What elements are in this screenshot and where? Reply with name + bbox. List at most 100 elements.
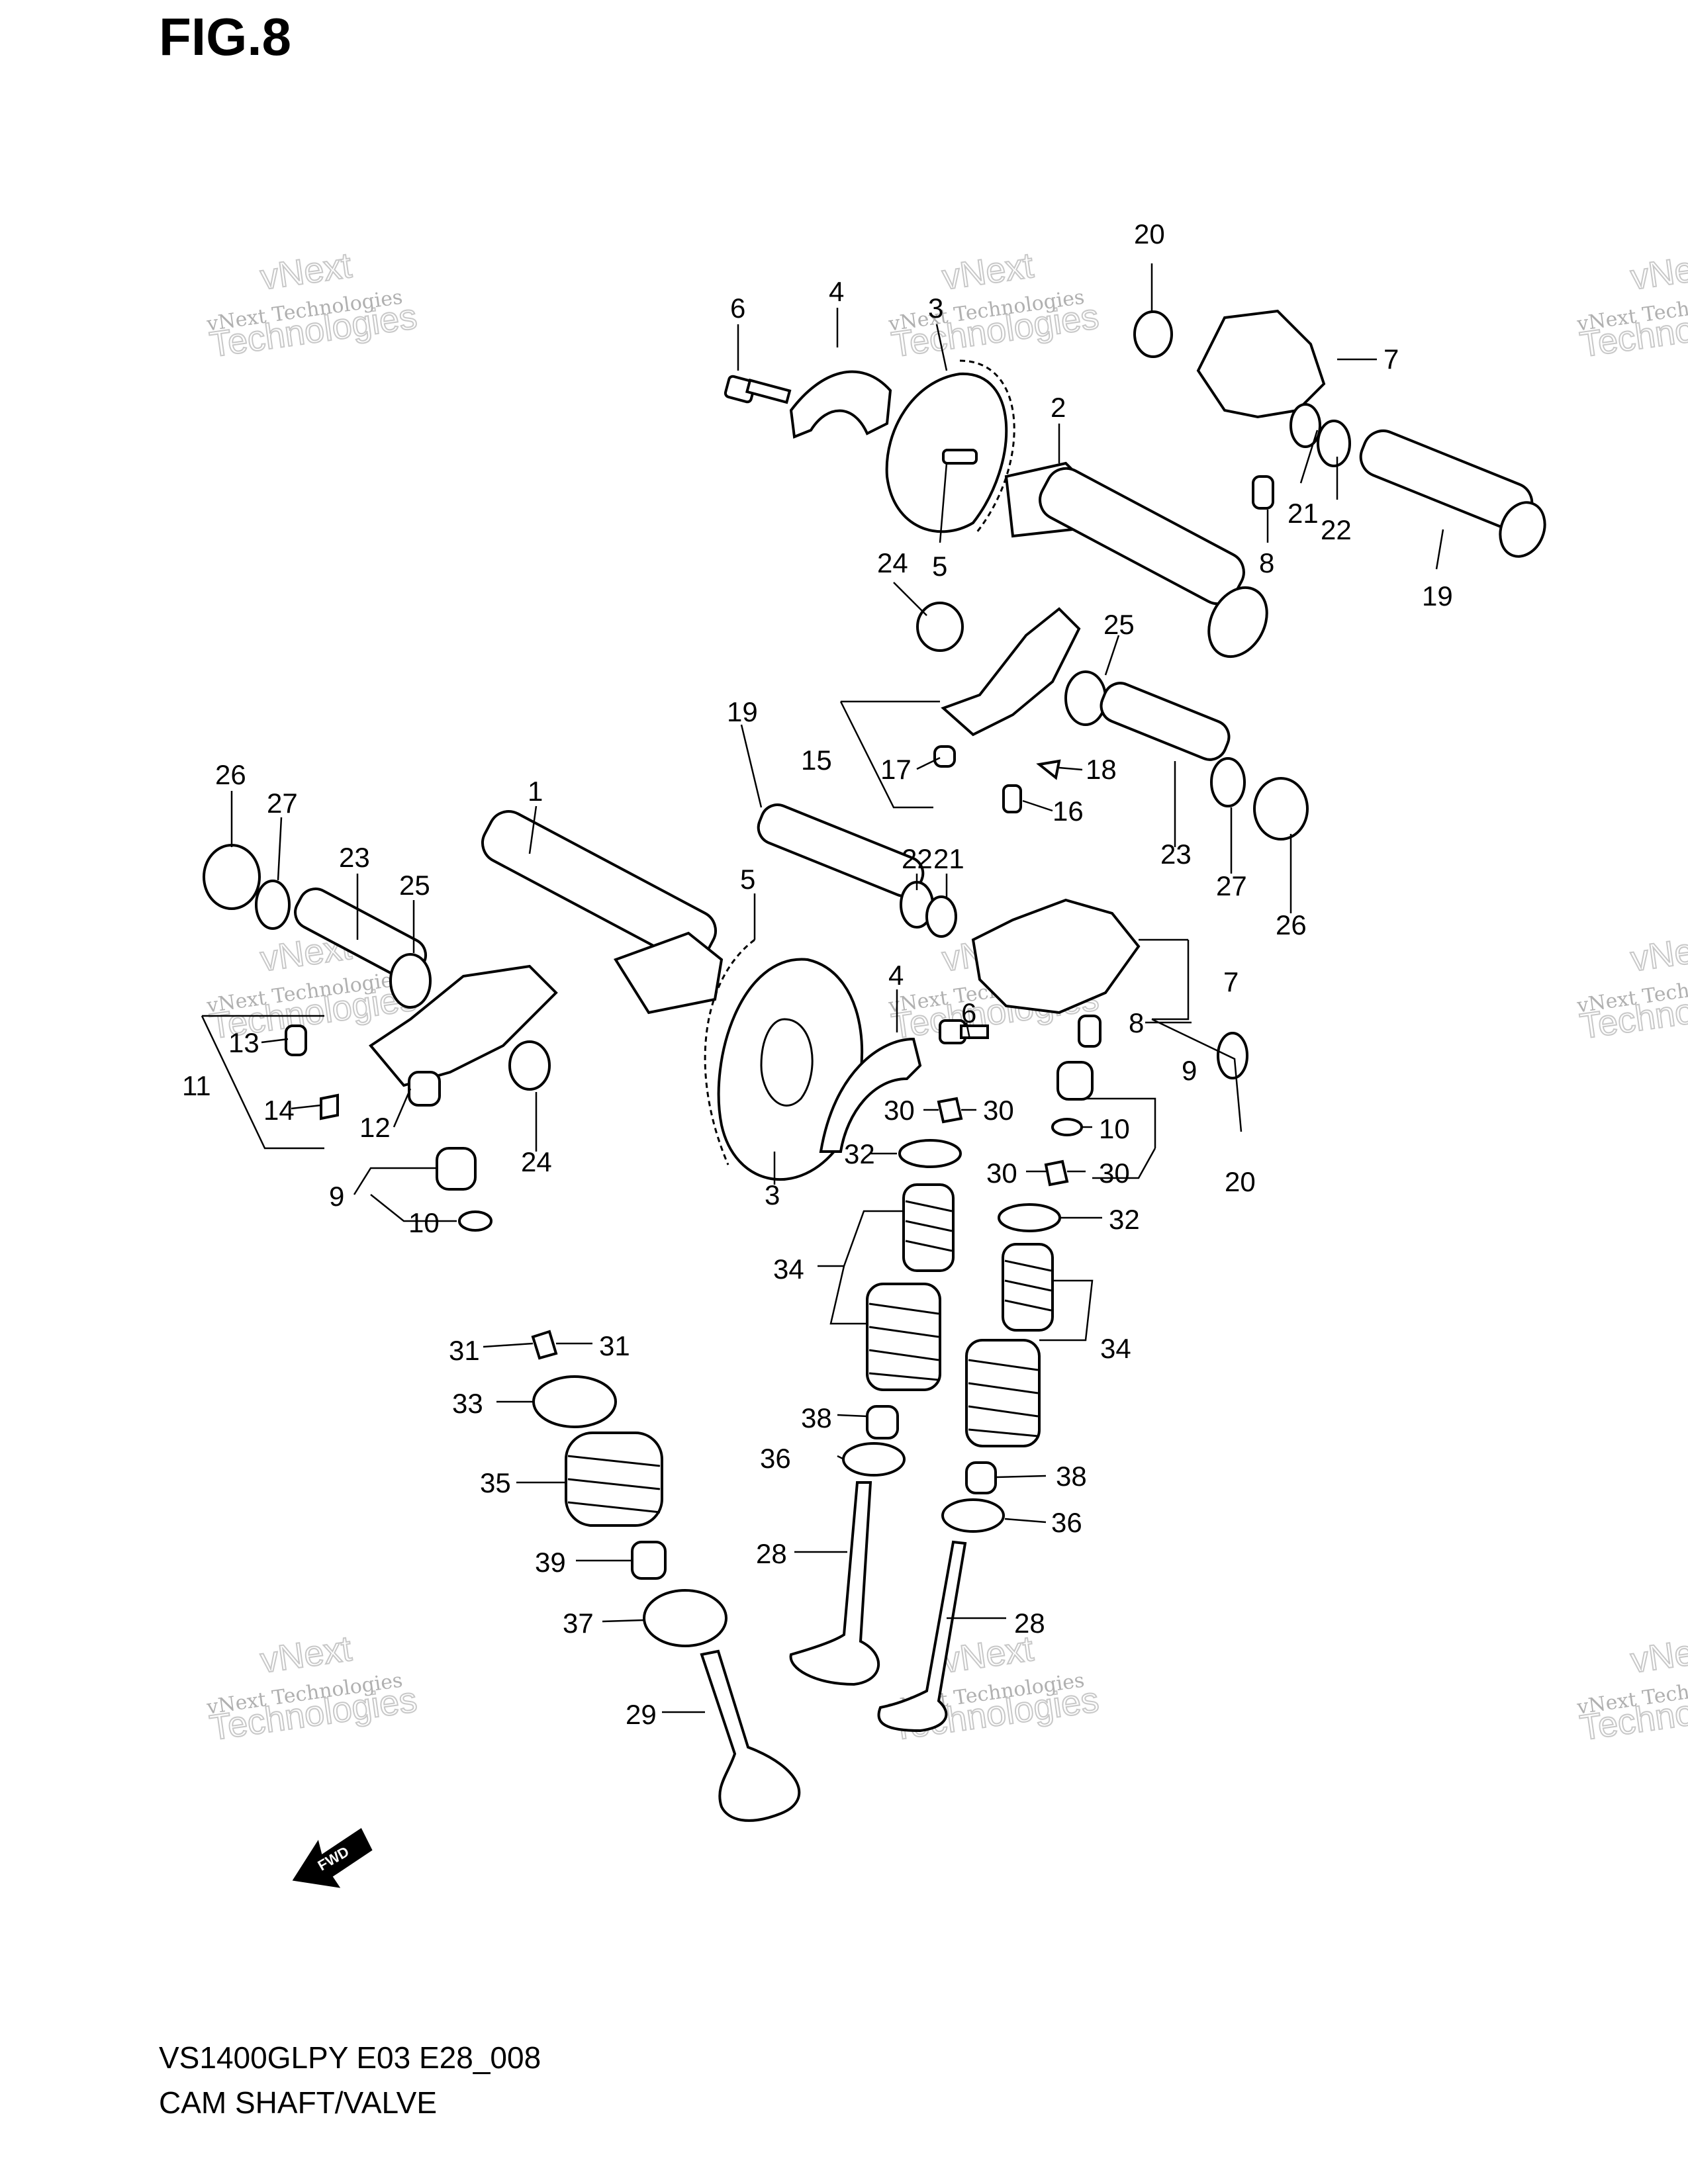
part-nut-14 (320, 1093, 339, 1120)
part-seal-38-a (866, 1405, 899, 1439)
callout-12: 12 (359, 1112, 391, 1143)
part-seal-39 (631, 1541, 667, 1580)
part-camshaft-2 (1004, 461, 1268, 659)
part-bracket-4-lower (819, 1037, 922, 1153)
part-valve-28-left (789, 1481, 880, 1686)
part-bolt-6-lower (939, 1019, 989, 1044)
part-washer-20-upper (1133, 310, 1173, 358)
callout-34: 34 (773, 1253, 804, 1285)
callout-29: 29 (626, 1699, 657, 1730)
part-washer-25-lower (389, 953, 432, 1009)
part-washer-24-lower (508, 1040, 551, 1091)
diagram-caption: CAM SHAFT/VALVE (159, 2085, 438, 2120)
part-valve-spring-34-left (866, 1183, 955, 1391)
callout-numbers: 20 6 4 3 7 2 21 22 8 19 5 24 25 19 15 17… (182, 218, 1453, 1730)
part-washer-27-upper (1210, 757, 1246, 807)
callout-24: 24 (877, 547, 908, 578)
part-rocker-arm-7-upper (1196, 309, 1326, 419)
watermark: vNext Technologies vNext Technologies (205, 245, 420, 365)
callout-17: 17 (880, 754, 912, 785)
callout-19: 19 (1422, 580, 1453, 612)
fwd-direction-arrow: FWD (292, 1828, 373, 1888)
callout-30: 30 (986, 1158, 1017, 1189)
part-seal-38-b (965, 1461, 997, 1494)
callout-7: 7 (1223, 966, 1239, 997)
part-washer-24-upper (916, 602, 964, 652)
callout-14: 14 (263, 1095, 295, 1126)
watermark-word: vNext (258, 246, 354, 298)
callout-24: 24 (521, 1146, 552, 1177)
callout-36: 36 (760, 1443, 791, 1474)
part-retainer-32-a (898, 1139, 962, 1168)
callout-32: 32 (844, 1138, 875, 1169)
callout-4: 4 (888, 960, 904, 991)
part-plug-26-upper (1253, 777, 1309, 841)
watermark: vNext Technologies vNext Technologies (886, 245, 1102, 365)
callout-33: 33 (452, 1388, 483, 1419)
callout-5: 5 (740, 864, 755, 895)
part-clip-18 (1036, 759, 1061, 780)
callout-6: 6 (961, 997, 976, 1028)
callout-10: 10 (408, 1207, 440, 1238)
callout-31: 31 (449, 1335, 480, 1366)
part-adjuster-13 (285, 1024, 307, 1056)
part-shaft-23-upper (1100, 682, 1231, 761)
callout-6: 6 (730, 293, 745, 324)
callout-25: 25 (399, 870, 430, 901)
callout-28: 28 (756, 1538, 787, 1569)
callout-22: 22 (902, 843, 933, 874)
callout-36: 36 (1051, 1507, 1082, 1538)
callout-8: 8 (1129, 1007, 1144, 1038)
callout-9: 9 (1182, 1055, 1197, 1086)
watermark-word: vNext (258, 1629, 354, 1681)
callout-37: 37 (563, 1608, 594, 1639)
model-code: VS1400GLPY E03 E28_008 (159, 2040, 541, 2075)
part-shaft-19-upper (1359, 430, 1546, 558)
watermark-word: vNext (940, 246, 1036, 298)
watermark-word: vNext (1628, 246, 1688, 298)
part-washer-25-upper (1064, 670, 1107, 726)
part-plug-26-lower (203, 844, 261, 910)
callout-10: 10 (1099, 1113, 1130, 1144)
part-camshaft-1 (481, 810, 724, 1015)
part-valve-28-right (877, 1540, 967, 1733)
part-sprocket-3-upper (885, 359, 1015, 533)
callout-28: 28 (1014, 1608, 1045, 1639)
callout-25: 25 (1103, 609, 1135, 640)
part-rocker-arm-15 (933, 607, 1081, 813)
callout-20: 20 (1225, 1166, 1256, 1197)
figure-title: FIG.8 (159, 7, 292, 66)
part-seat-36-b (941, 1498, 1005, 1533)
part-cotter-30-a (937, 1097, 963, 1124)
part-ring-10-lower (458, 1210, 492, 1232)
part-pin-8-lower (1078, 1015, 1102, 1048)
watermark: vNext Technologies vNext Technologies (1575, 245, 1688, 365)
part-retainer-32-b (998, 1203, 1061, 1232)
callout-39: 39 (535, 1547, 566, 1578)
callout-26: 26 (215, 759, 246, 790)
callout-4: 4 (829, 276, 844, 307)
callout-11: 11 (182, 1070, 211, 1101)
callout-16: 16 (1053, 796, 1084, 827)
callout-32: 32 (1109, 1204, 1140, 1235)
part-seat-37 (643, 1589, 727, 1647)
callout-5: 5 (932, 551, 947, 582)
callout-30: 30 (884, 1095, 915, 1126)
callout-13: 13 (228, 1027, 259, 1058)
watermark: vNext Technologies vNext Technologies (205, 1628, 420, 1749)
part-seat-36-a (842, 1442, 906, 1477)
part-pin-8-upper (1252, 475, 1274, 510)
callout-38: 38 (801, 1402, 832, 1433)
callout-3: 3 (765, 1179, 780, 1210)
part-bolt-6-upper (724, 375, 792, 404)
callout-15: 15 (801, 745, 832, 776)
watermark-word: vNext (1628, 927, 1688, 979)
callout-8: 8 (1259, 547, 1274, 578)
callout-34: 34 (1100, 1333, 1131, 1364)
callout-30: 30 (983, 1095, 1014, 1126)
part-tappet-9-lower (436, 1147, 477, 1191)
callout-7: 7 (1383, 343, 1399, 375)
callout-23: 23 (339, 842, 370, 873)
part-washer-21-upper (1289, 403, 1321, 448)
